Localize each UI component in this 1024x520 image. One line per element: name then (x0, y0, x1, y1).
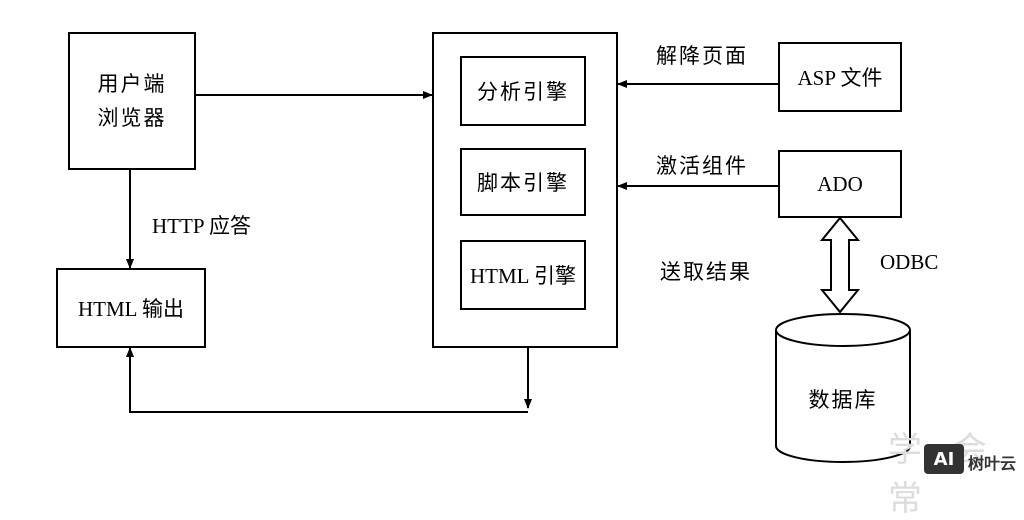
script-engine-box: 脚本引擎 (460, 148, 586, 216)
browser-label: 用户端 浏览器 (97, 72, 167, 130)
odbc-double-arrow (819, 216, 861, 314)
asp-file-box: ASP 文件 (778, 42, 902, 112)
database-cylinder (775, 330, 911, 463)
parse-engine-box: 分析引擎 (460, 56, 586, 126)
ado-label: ADO (817, 171, 863, 196)
odbc-label: ODBC (880, 250, 939, 274)
watermark: 学 会 常 AI 树叶云 (868, 422, 1018, 519)
http-response-label: HTTP 应答 (152, 214, 251, 238)
browser-box: 用户端 浏览器 (68, 32, 196, 170)
html-engine-label: HTML 引擎 (470, 264, 576, 288)
connector-layer (126, 80, 911, 463)
activate-component-label: 激活组件 (656, 154, 748, 178)
database-cylinder-top (775, 313, 911, 347)
database-label: 数据库 (808, 388, 878, 412)
watermark-site: 树叶云 (968, 454, 1017, 473)
asp-file-label: ASP 文件 (797, 66, 883, 90)
diagram-canvas: 用户端 浏览器 HTML 输出 分析引擎 脚本引擎 HTML 引擎 ASP 文件… (56, 32, 1018, 519)
html-output-label: HTML 输出 (78, 297, 184, 321)
html-engine-box: HTML 引擎 (460, 240, 586, 310)
watermark-logo: AI (924, 444, 964, 474)
html-output-box: HTML 输出 (56, 268, 206, 348)
parse-engine-label: 分析引擎 (477, 80, 569, 104)
fetch-result-label: 送取结果 (660, 260, 752, 284)
script-engine-label: 脚本引擎 (477, 171, 569, 195)
arrow-loop-to-output (126, 347, 528, 413)
parse-page-label: 解降页面 (656, 44, 748, 68)
ado-box: ADO (778, 150, 902, 218)
